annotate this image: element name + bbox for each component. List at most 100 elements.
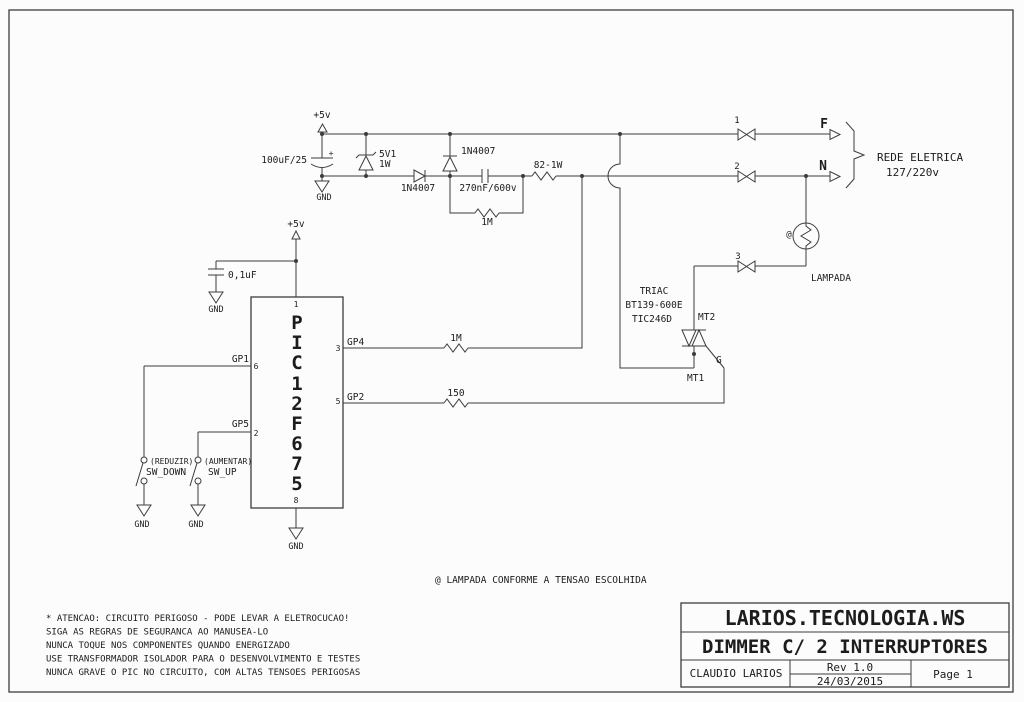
terminal-3-left	[737, 260, 748, 273]
gnd-icon-3	[136, 504, 152, 517]
resistor-1m-bleed	[474, 208, 500, 218]
title-block-page: Page 1	[933, 668, 973, 681]
pin-3: 3	[336, 344, 341, 353]
gnd-label-3: GND	[134, 520, 149, 530]
pin-6: 6	[254, 362, 259, 371]
chip-letter: 2	[291, 393, 302, 415]
switch-down-contact-bottom	[140, 477, 148, 485]
pin-2: 2	[254, 429, 259, 438]
res-gate-label: 150	[447, 388, 464, 399]
mains-net1: REDE ELETRICA	[877, 151, 963, 164]
lamp-filament	[800, 223, 812, 249]
wire-phase-to-mt1-with-hop	[607, 134, 694, 369]
warning-line: * ATENCAO: CIRCUITO PERIGOSO - PODE LEVA…	[46, 614, 349, 624]
switch-down-label: SW_DOWN	[146, 467, 186, 478]
warning-line: SIGA AS REGRAS DE SEGURANCA AO MANUSEA-L…	[46, 628, 268, 638]
res-limit-label: 82-1W	[534, 160, 563, 171]
n-arrow-icon	[829, 170, 842, 183]
terminal-3-right	[745, 260, 756, 273]
cap-decouple-plates	[208, 268, 224, 276]
resistor-150-gate	[443, 398, 469, 408]
terminal-1-label: 1	[734, 116, 739, 126]
chip-letter: F	[291, 413, 302, 435]
terminal-2-right	[745, 170, 756, 183]
vcc-arrow-icon-2	[291, 229, 301, 240]
chip-letter: 6	[291, 433, 302, 455]
warning-line: USE TRANSFORMADOR ISOLADOR PARA O DESENV…	[46, 655, 360, 665]
lamp-icon	[792, 222, 820, 250]
symbols	[136, 121, 866, 540]
vcc-label-1: +5v	[313, 110, 330, 121]
terminal-1-right	[745, 128, 756, 141]
switch-up-contact-bottom	[194, 477, 202, 485]
pic12f675-body	[250, 296, 344, 509]
page-border	[8, 9, 1014, 693]
zener-bar	[355, 151, 377, 159]
gnd-icon-5	[288, 527, 304, 540]
triac-triangle-right	[691, 328, 707, 347]
labels: +5v 100uF/25 + GND 5V1 1W 1N4007 1N4007 …	[46, 110, 963, 678]
resistor-1m-sync	[443, 343, 469, 353]
zener-triangle	[358, 154, 374, 171]
title-block-frame	[680, 602, 1010, 688]
diode-shunt-triangle	[442, 155, 458, 172]
chip-letter: I	[291, 332, 302, 354]
res-sync-label: 1M	[450, 333, 462, 344]
switch-down-hint: (REDUZIR)	[150, 457, 193, 466]
wire-gp2-gate	[343, 368, 725, 404]
terminal-3-label: 3	[735, 252, 740, 262]
switch-up-hint: (AUMENTAR)	[204, 457, 252, 466]
mains-net2: 127/220v	[886, 166, 939, 179]
wire-gp4-sync	[343, 176, 583, 349]
cap-dropper-plates	[481, 169, 489, 183]
lamp-mark: @	[786, 230, 792, 240]
gnd-label-4: GND	[188, 520, 203, 530]
triac-part1: BT139-600E	[625, 300, 682, 311]
port-gp2: GP2	[347, 392, 364, 403]
port-gp4: GP4	[347, 337, 364, 348]
diode-series-triangle	[413, 169, 427, 183]
pin-1: 1	[294, 300, 299, 309]
switch-up-label: SW_UP	[208, 467, 237, 478]
gnd-label-5: GND	[288, 542, 303, 552]
junction-dots	[294, 132, 808, 356]
lamp-note: @ LAMPADA CONFORME A TENSAO ESCOLHIDA	[435, 575, 647, 586]
wire-gp1	[143, 365, 251, 505]
zener-label: 5V1	[379, 149, 396, 160]
res-bleed-label: 1M	[481, 217, 493, 228]
title-block-author: CLAUDIO LARIOS	[690, 667, 783, 680]
triac-part2: TIC246D	[632, 314, 672, 325]
triac-mt1: MT1	[687, 373, 704, 384]
wire-gp5	[197, 431, 251, 505]
zener-power-label: 1W	[379, 159, 391, 170]
gnd-icon-1	[314, 180, 330, 193]
triac-mt2: MT2	[698, 312, 715, 323]
wire-top-rail	[321, 132, 738, 135]
terminal-2-left	[737, 170, 748, 183]
terminal-1-left	[737, 128, 748, 141]
cap-main-label: 100uF/25	[261, 155, 307, 166]
cap-main-plate-bottom	[310, 163, 334, 168]
gnd-icon-2	[208, 291, 224, 304]
pin-8: 8	[294, 496, 299, 505]
switch-up-lever	[189, 462, 198, 487]
wire-decouple	[215, 260, 296, 292]
cap-dropper-label: 270nF/600v	[459, 183, 516, 194]
neutral-label: N	[819, 159, 827, 174]
chip-letter: C	[291, 352, 302, 374]
wires	[135, 132, 830, 528]
triac-triangle-left	[681, 329, 697, 348]
wire-bleed	[449, 176, 524, 214]
phase-label: F	[820, 117, 828, 132]
warning-line: NUNCA TOQUE NOS COMPONENTES QUANDO ENERG…	[46, 641, 290, 651]
title-block-rev: Rev 1.0	[827, 661, 873, 674]
pin-5: 5	[336, 397, 341, 406]
f-arrow-icon	[829, 128, 842, 141]
diode-shunt-label: 1N4007	[461, 146, 495, 157]
chip-letter: 1	[291, 373, 302, 395]
gnd-icon-4	[190, 504, 206, 517]
switch-down-lever	[135, 462, 144, 487]
port-gp5: GP5	[232, 419, 249, 430]
port-gp1: GP1	[232, 354, 249, 365]
cap-decouple-label: 0,1uF	[228, 270, 257, 281]
